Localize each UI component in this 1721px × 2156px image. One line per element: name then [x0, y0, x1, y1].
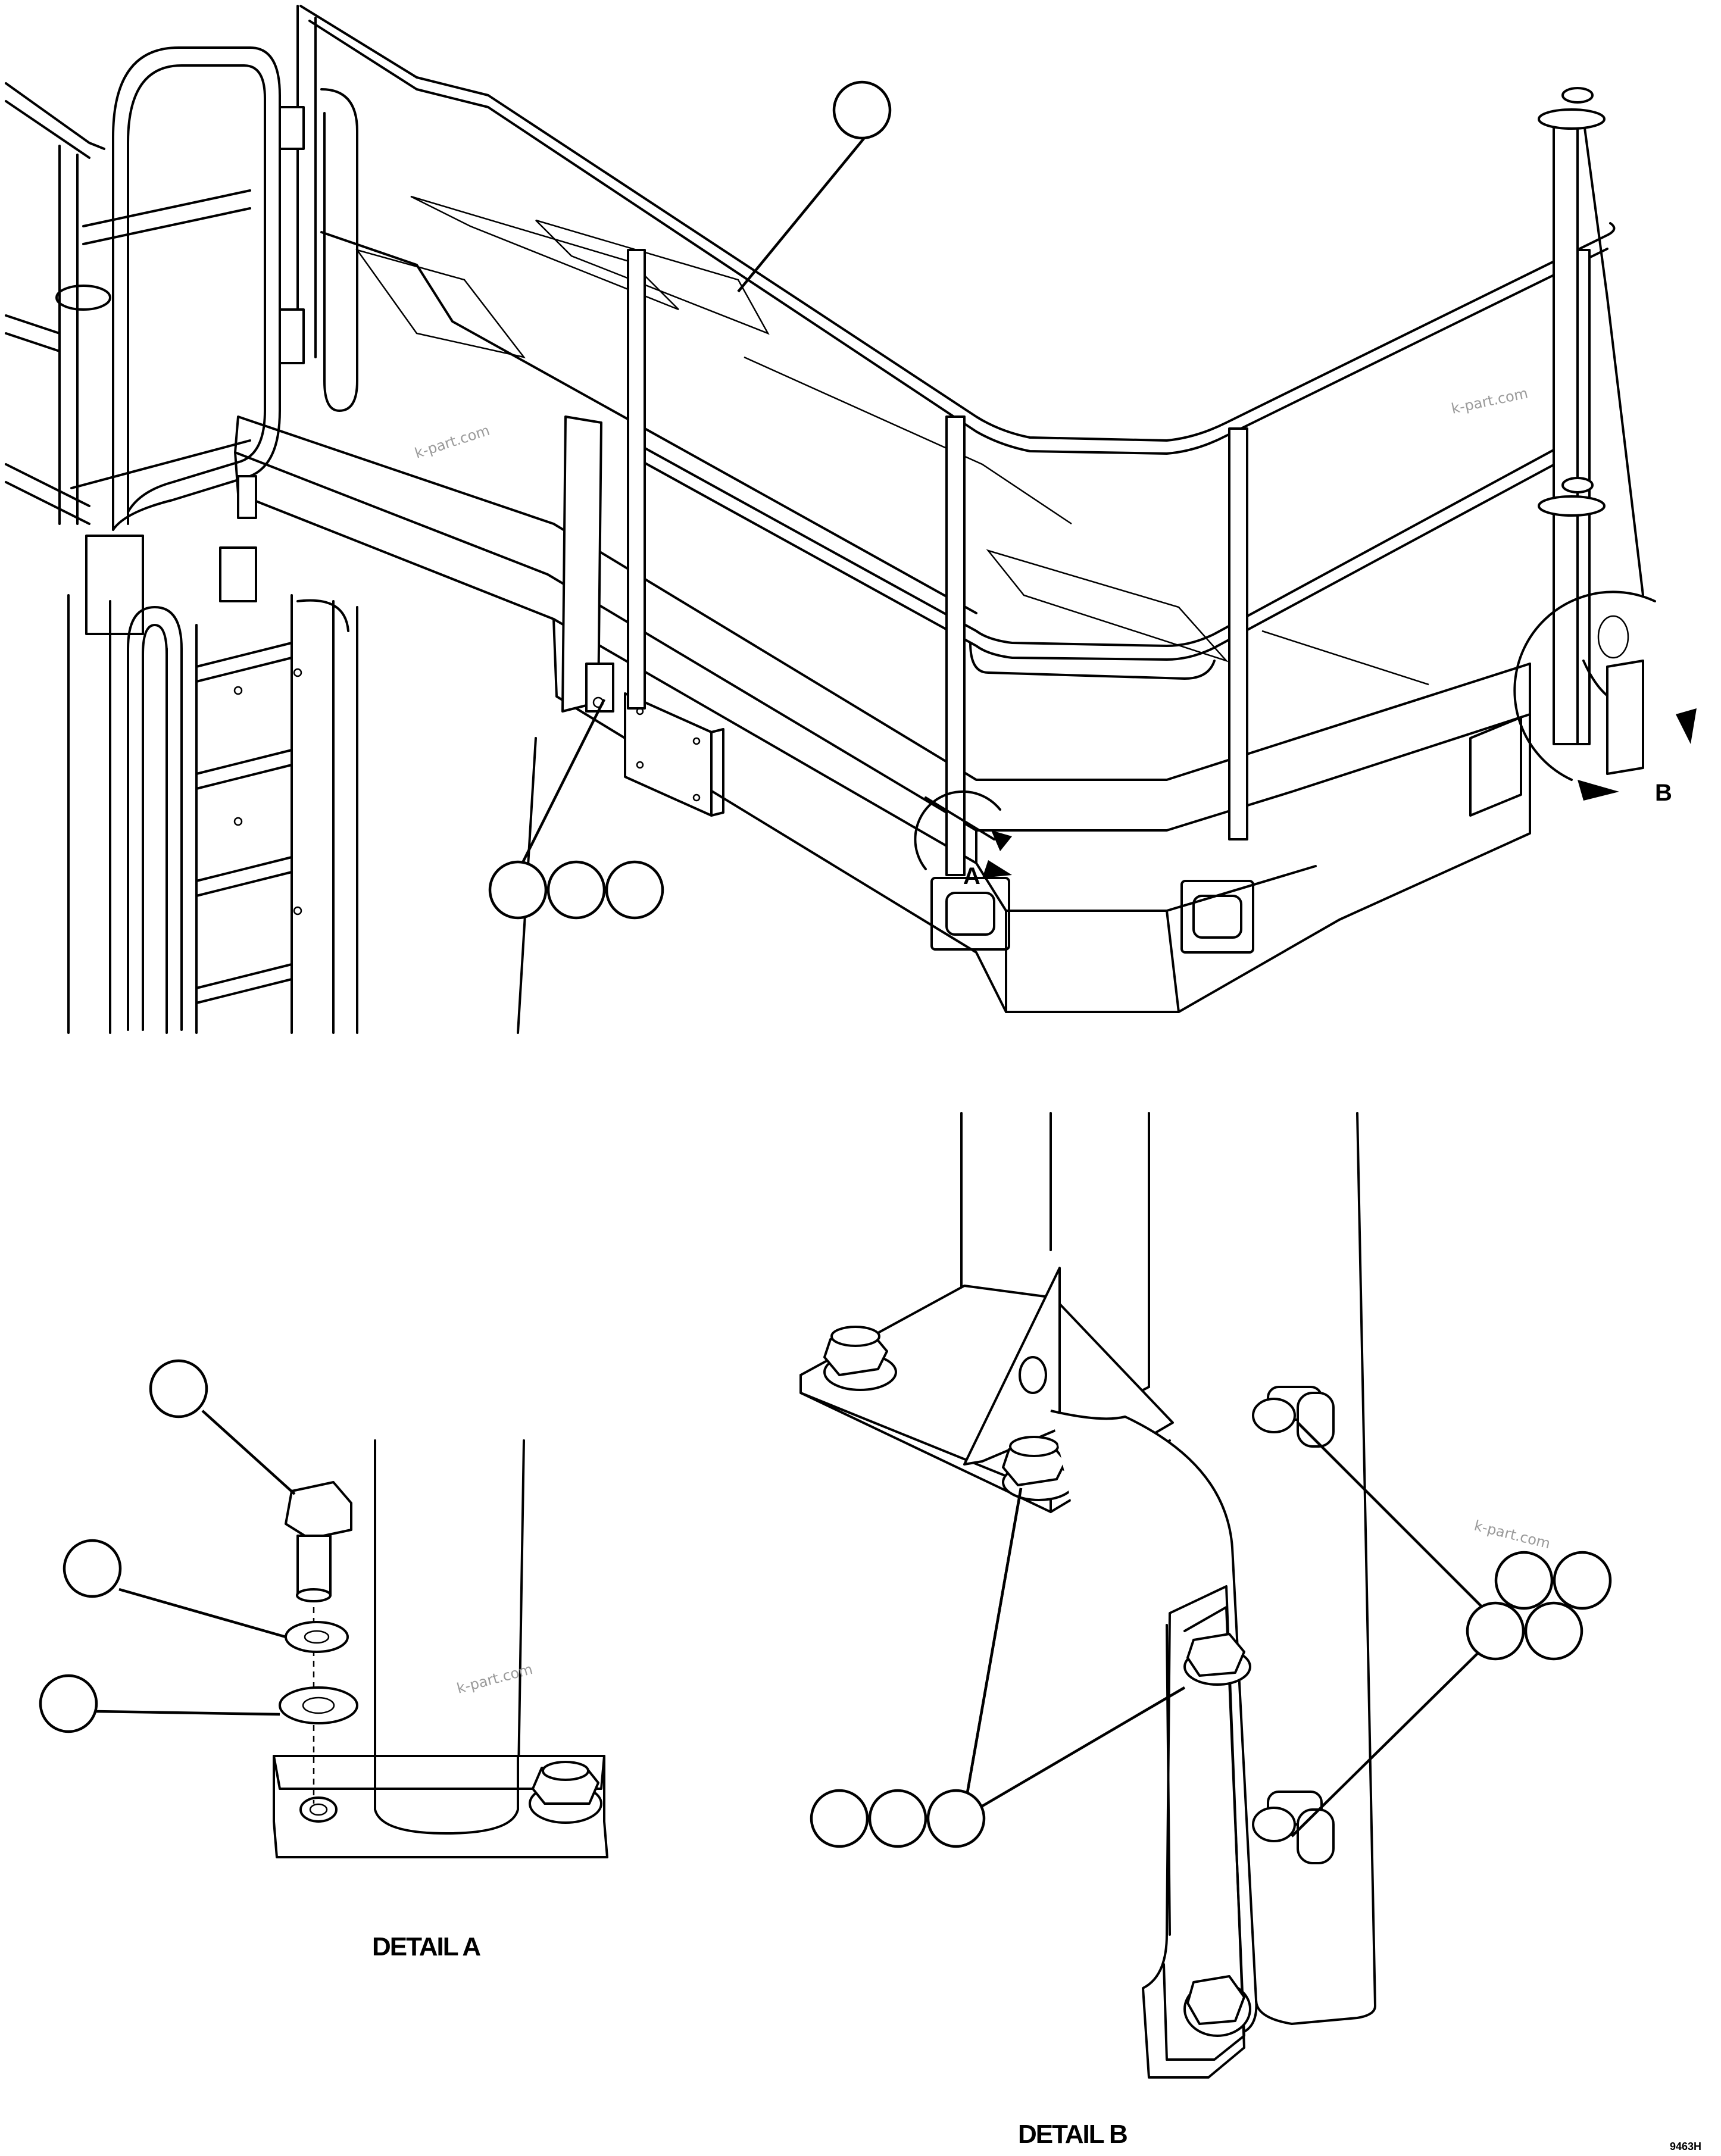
platform-deck: [234, 195, 1531, 1013]
callout-balloon: [546, 860, 606, 920]
post-base-bracket: [585, 663, 614, 713]
callouts-main: [488, 80, 892, 920]
callout-balloon: [149, 1359, 208, 1418]
callout-balloon: [39, 1674, 98, 1733]
callout-balloon: [868, 1789, 927, 1848]
detail-a-indicator: A: [914, 790, 1012, 889]
callout-balloon: [832, 80, 892, 140]
callout-balloon: [1524, 1601, 1583, 1661]
detail-b-indicator: B: [1513, 590, 1697, 806]
callout-balloon: [1466, 1601, 1525, 1661]
detail-b-marker: B: [1655, 780, 1672, 806]
watermark-text: k-part.com: [1450, 385, 1529, 417]
left-rail-stub: [5, 82, 144, 635]
left-gate: [55, 5, 358, 531]
platform-assembly-view: A B: [5, 5, 1697, 1034]
watermark-text: k-part.com: [455, 1661, 534, 1697]
watermark-text: k-part.com: [413, 422, 492, 462]
outer-handrail: [299, 5, 1616, 680]
callout-balloon: [63, 1539, 122, 1598]
callout-balloon: [810, 1789, 869, 1848]
callout-balloon: [605, 860, 664, 920]
callout-balloon: [926, 1789, 986, 1848]
callout-balloon: [1553, 1551, 1612, 1610]
callout-balloon: [488, 860, 548, 920]
detail-a-marker: A: [963, 863, 980, 889]
handrail-posts: [561, 249, 1591, 876]
detail-b-view: DETAIL B: [799, 1112, 1612, 2149]
detail-b-title: DETAIL B: [1018, 2120, 1127, 2149]
gate-post: [1538, 87, 1644, 745]
access-ladder: [67, 475, 358, 1034]
detail-a-title: DETAIL A: [372, 1932, 480, 1961]
watermark-text: k-part.com: [1473, 1517, 1553, 1552]
detail-a-view: DETAIL A: [39, 1359, 608, 1961]
callout-balloon: [1494, 1551, 1554, 1610]
drawing-id: 9463H: [1670, 2141, 1701, 2152]
